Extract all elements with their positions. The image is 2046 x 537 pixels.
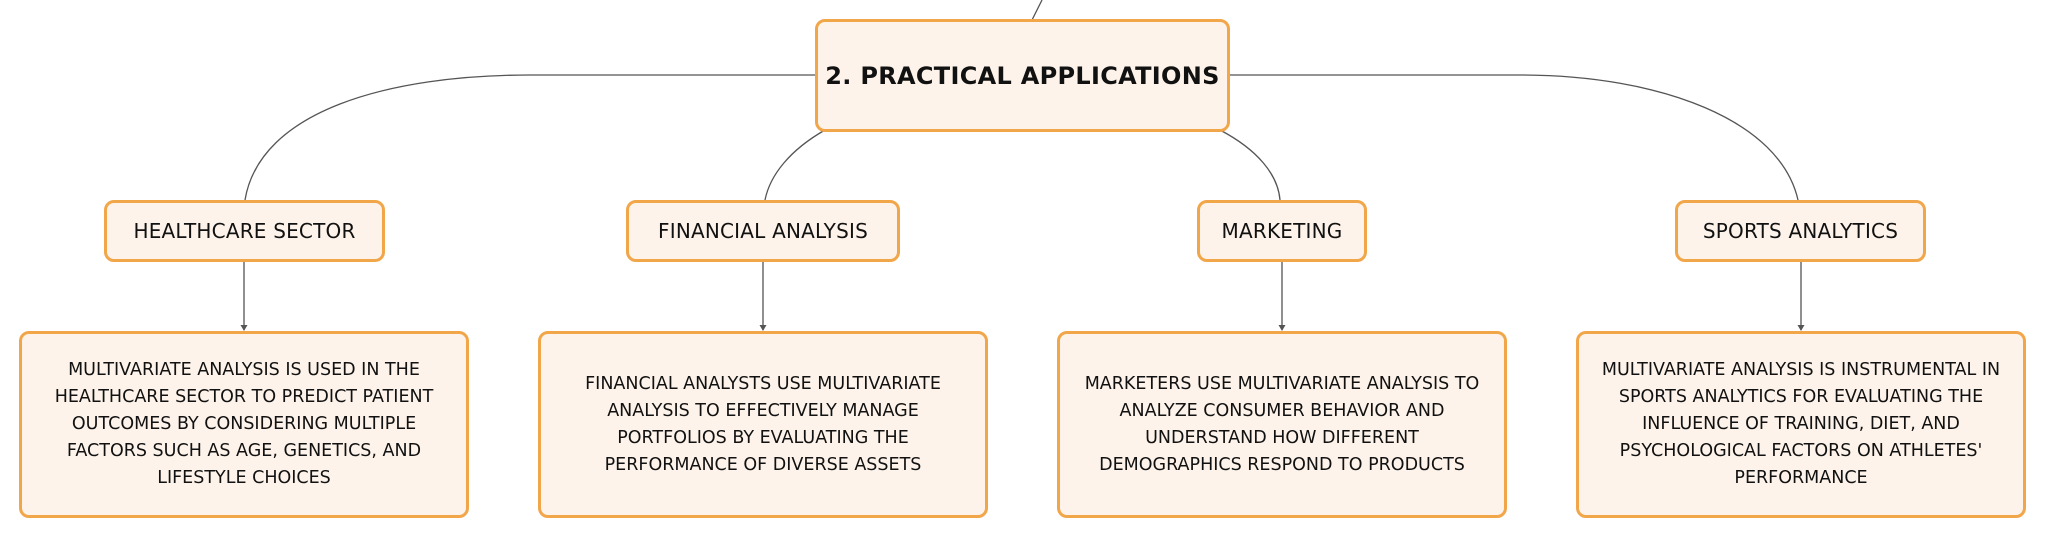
branch-node-label: MARKETING	[1221, 219, 1343, 243]
branch-node-label: SPORTS ANALYTICS	[1702, 219, 1899, 243]
branch-node-sports[interactable]: SPORTS ANALYTICS	[1675, 200, 1926, 262]
root-node[interactable]: 2. PRACTICAL APPLICATIONS	[815, 19, 1230, 132]
connector-root-financial	[764, 129, 826, 201]
detail-node-marketing[interactable]: MARKETERS USE MULTIVARIATE ANALYSIS TO A…	[1057, 331, 1507, 518]
detail-node-sports[interactable]: MULTIVARIATE ANALYSIS IS INSTRUMENTAL IN…	[1576, 331, 2026, 518]
detail-node-text: FINANCIAL ANALYSTS USE MULTIVARIATE ANAL…	[585, 373, 941, 475]
parent-connector	[1031, 0, 1043, 21]
connector-root-healthcare	[244, 74, 815, 201]
branch-node-healthcare[interactable]: HEALTHCARE SECTOR	[104, 200, 385, 262]
branch-node-label: FINANCIAL ANALYSIS	[658, 219, 868, 243]
root-node-label: 2. PRACTICAL APPLICATIONS	[825, 61, 1220, 90]
detail-node-text: MULTIVARIATE ANALYSIS IS USED IN THE HEA…	[54, 360, 434, 488]
connector-root-sports	[1230, 74, 1799, 201]
branch-node-label: HEALTHCARE SECTOR	[133, 219, 356, 243]
detail-node-healthcare[interactable]: MULTIVARIATE ANALYSIS IS USED IN THE HEA…	[19, 331, 469, 518]
detail-node-text: MULTIVARIATE ANALYSIS IS INSTRUMENTAL IN…	[1601, 360, 2001, 488]
connector-root-marketing	[1219, 129, 1281, 201]
branch-node-marketing[interactable]: MARKETING	[1197, 200, 1367, 262]
branch-node-financial[interactable]: FINANCIAL ANALYSIS	[626, 200, 900, 262]
detail-node-text: MARKETERS USE MULTIVARIATE ANALYSIS TO A…	[1084, 373, 1480, 475]
detail-node-financial[interactable]: FINANCIAL ANALYSTS USE MULTIVARIATE ANAL…	[538, 331, 988, 518]
